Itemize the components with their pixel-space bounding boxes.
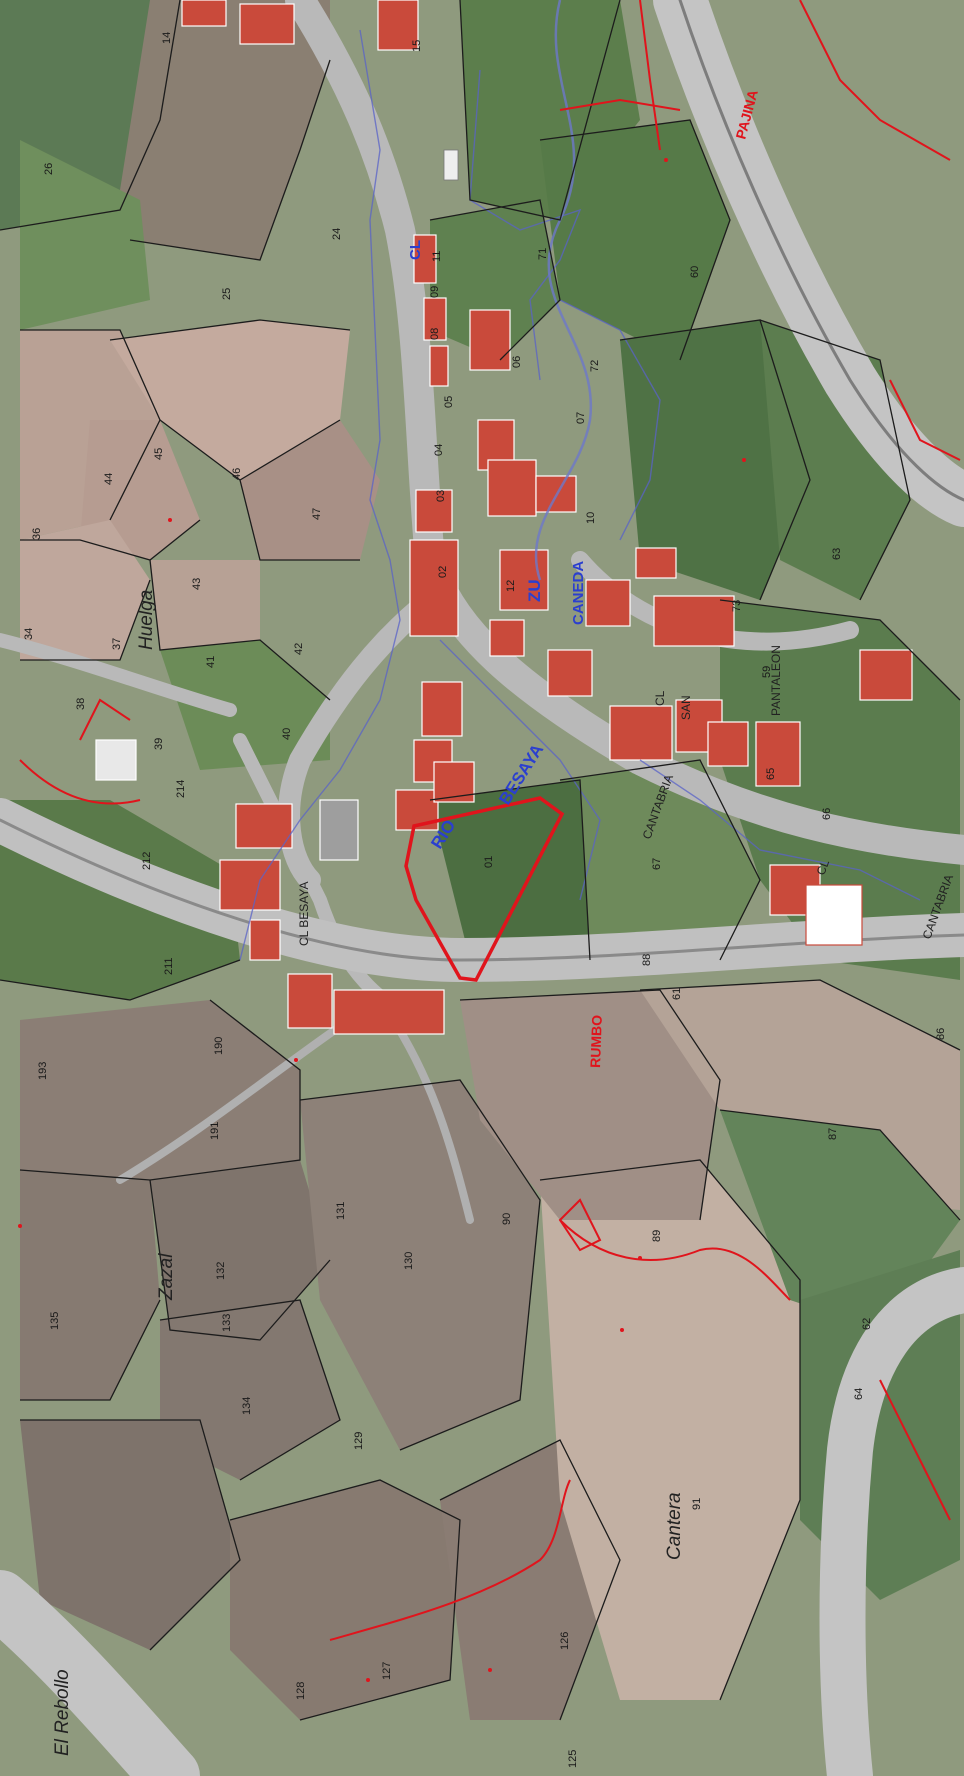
parcel-number-86: 86	[935, 1028, 947, 1040]
label-cl-besaya: CL BESAYA	[297, 882, 311, 946]
parcel-number-64: 64	[853, 1388, 865, 1400]
parcel-number-129: 129	[353, 1432, 365, 1450]
parcel-number-08: 08	[429, 328, 441, 340]
parcel-number-43: 43	[191, 578, 203, 590]
label-red-road: RUMBO	[587, 1015, 605, 1069]
urban-outlines	[239, 29, 921, 961]
parcel-number-04: 04	[433, 444, 445, 456]
parcel-number-72: 72	[589, 360, 601, 372]
parcel-number-38: 38	[75, 698, 87, 710]
parcel-number-211: 211	[163, 957, 175, 975]
parcel-number-212: 212	[141, 852, 153, 870]
selected-parcel-outline[interactable]	[404, 796, 565, 982]
parcel-number-214: 214	[175, 780, 187, 798]
parcel-number-67: 67	[651, 858, 663, 870]
red-survey-lines	[19, 0, 961, 1641]
parcel-number-60: 60	[689, 266, 701, 278]
parcel-number-71: 71	[537, 248, 549, 260]
parcel-number-65: 65	[765, 768, 777, 780]
parcel-number-42: 42	[293, 643, 305, 655]
parcel-number-12: 12	[505, 580, 517, 592]
parcel-number-02: 02	[437, 566, 449, 578]
parcel-number-46: 46	[231, 468, 243, 480]
label-cl-san: CL	[653, 690, 667, 706]
parcel-number-labels: 26 24 25 36 44 45 46 47 43 34 37 38 39 4…	[23, 32, 947, 1768]
parcel-number-41: 41	[205, 656, 217, 668]
parcel-number-07: 07	[575, 412, 587, 424]
parcel-number-25: 25	[221, 288, 233, 300]
parcel-number-10: 10	[585, 512, 597, 524]
parcel-number-15: 15	[411, 40, 423, 52]
parcel-number-89: 89	[651, 1230, 663, 1242]
parcel-boundaries	[0, 0, 961, 1721]
parcel-number-59: 59	[761, 666, 773, 678]
parcel-number-47: 47	[311, 508, 323, 520]
parcel-number-132: 132	[215, 1262, 227, 1280]
parcel-number-193: 193	[37, 1062, 49, 1080]
parcel-number-73: 73	[731, 600, 743, 612]
parcel-number-127: 127	[381, 1662, 393, 1680]
parcel-number-62: 62	[861, 1318, 873, 1330]
parcel-number-03: 03	[435, 490, 447, 502]
parcel-number-40: 40	[281, 728, 293, 740]
parcel-number-90: 90	[501, 1213, 513, 1225]
label-huelga: Huelga	[136, 590, 157, 650]
parcel-number-44: 44	[103, 473, 115, 485]
parcel-number-09: 09	[429, 286, 441, 298]
parcel-number-06: 06	[511, 356, 523, 368]
parcel-number-126: 126	[559, 1632, 571, 1650]
parcel-number-66: 66	[821, 808, 833, 820]
parcel-number-135: 135	[49, 1312, 61, 1330]
parcel-number-63: 63	[831, 548, 843, 560]
label-caneda: CANEDA	[570, 561, 587, 625]
label-cantera: Cantera	[664, 1492, 685, 1560]
label-el-rebollo: El Rebollo	[52, 1669, 73, 1756]
parcel-number-190: 190	[213, 1037, 225, 1055]
parcel-number-125: 125	[567, 1750, 579, 1768]
parcel-number-88: 88	[641, 954, 653, 966]
parcel-number-01: 01	[483, 856, 495, 868]
field-patches	[0, 0, 960, 1720]
parcel-number-128: 128	[295, 1682, 307, 1700]
parcel-number-26: 26	[43, 163, 55, 175]
parcel-number-87: 87	[827, 1128, 839, 1140]
parcel-number-130: 130	[403, 1252, 415, 1270]
parcel-number-45: 45	[153, 448, 165, 460]
road-sign-marker	[443, 149, 459, 181]
label-cl-cantabria: CL	[814, 858, 833, 878]
parcel-number-14: 14	[161, 32, 173, 44]
stream	[534, 0, 593, 581]
parcel-number-133: 133	[221, 1314, 233, 1332]
parcel-number-24: 24	[331, 228, 343, 240]
label-zazal: Zazal	[156, 1253, 177, 1301]
parcel-number-61: 61	[671, 988, 683, 1000]
parcel-number-34: 34	[23, 628, 35, 640]
parcel-number-91: 91	[691, 1498, 703, 1510]
parcel-number-11: 11	[431, 251, 443, 262]
label-san: SAN	[679, 695, 693, 720]
label-cl-top: CL	[407, 240, 424, 260]
place-labels: Huelga Zazal Cantera El Rebollo	[52, 590, 685, 1756]
parcel-number-131: 131	[335, 1202, 347, 1220]
label-pantaleon: PANTALEON	[769, 645, 783, 716]
parcel-number-134: 134	[241, 1397, 253, 1415]
label-zu: ZU	[525, 579, 544, 602]
parcel-number-05: 05	[443, 396, 455, 408]
parcel-number-191: 191	[209, 1122, 221, 1140]
parcel-number-37: 37	[111, 638, 123, 650]
parcel-number-39: 39	[153, 738, 165, 750]
red-point-markers	[18, 158, 746, 1682]
parcel-number-36: 36	[31, 528, 43, 540]
buildings	[95, 0, 913, 1035]
